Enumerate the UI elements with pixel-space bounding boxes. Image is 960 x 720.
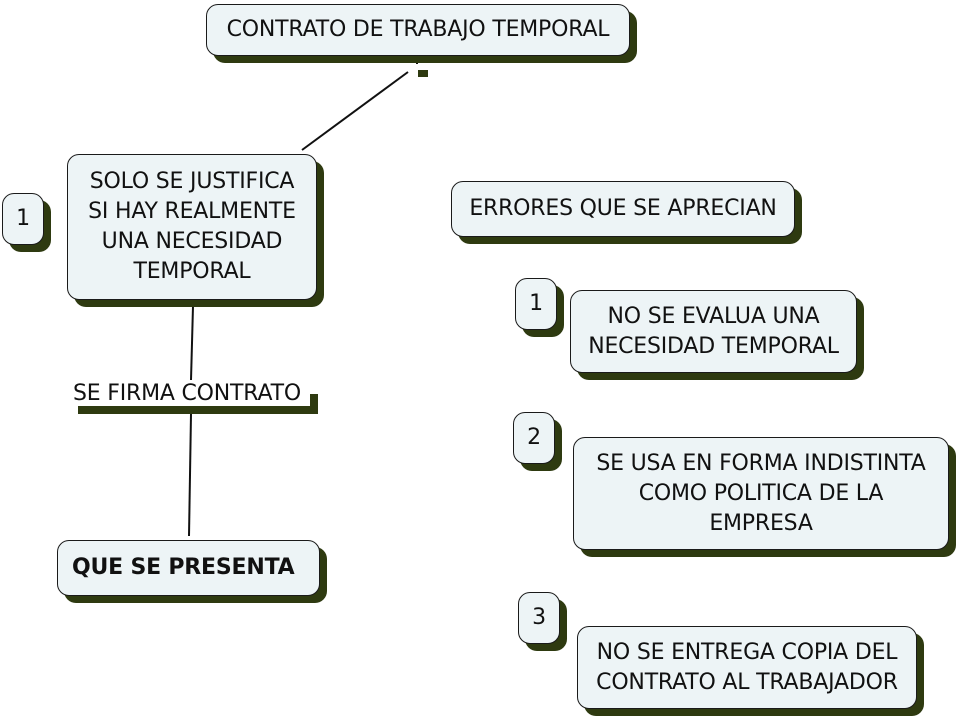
firma-label-tick (310, 394, 318, 414)
node-presenta[interactable]: QUE SE PRESENTA (57, 540, 320, 596)
error-1-number[interactable]: 1 (515, 278, 557, 330)
node-justifica-number[interactable]: 1 (2, 193, 44, 245)
error-2-number[interactable]: 2 (513, 412, 555, 464)
node-firma[interactable]: SE FIRMA CONTRATO (73, 381, 301, 406)
link-root-justifica (301, 71, 409, 151)
error-2-text[interactable]: SE USA EN FORMA INDISTINTA COMO POLITICA… (573, 437, 949, 550)
link-firma-presenta (188, 413, 192, 537)
error-3-text[interactable]: NO SE ENTREGA COPIA DEL CONTRATO AL TRAB… (577, 626, 917, 709)
node-root[interactable]: CONTRATO DE TRABAJO TEMPORAL (206, 4, 630, 56)
link-marker-tick (416, 56, 418, 64)
node-justifica[interactable]: SOLO SE JUSTIFICA SI HAY REALMENTE UNA N… (67, 154, 317, 300)
error-3-number[interactable]: 3 (518, 592, 560, 644)
link-marker-dot (418, 70, 428, 77)
error-1-text[interactable]: NO SE EVALUA UNA NECESIDAD TEMPORAL (570, 290, 857, 373)
node-errores[interactable]: ERRORES QUE SE APRECIAN (451, 181, 795, 237)
firma-label-bar (78, 406, 318, 414)
link-justifica-firma (190, 305, 194, 381)
